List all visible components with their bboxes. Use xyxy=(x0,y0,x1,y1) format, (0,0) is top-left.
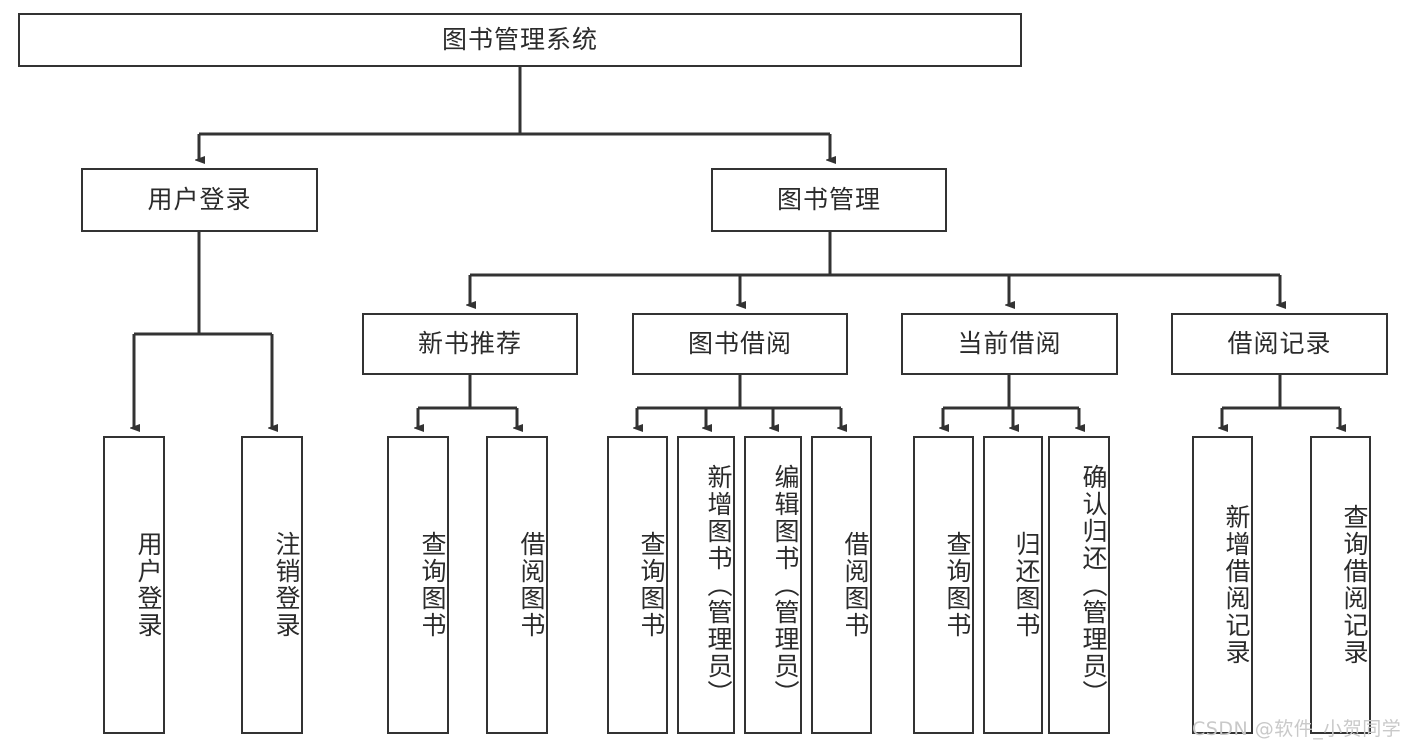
node-book-borrow-label: 图书借阅 xyxy=(687,329,792,359)
node-root[interactable]: 图书管理系统 xyxy=(18,13,1022,67)
node-book-management[interactable]: 图书管理 xyxy=(711,168,947,232)
node-leaf-return-book-label: 归还图书 xyxy=(1012,531,1041,639)
node-borrow-record[interactable]: 借阅记录 xyxy=(1171,313,1388,375)
node-leaf-add-borrow-record[interactable]: 新增借阅记录 xyxy=(1192,436,1253,734)
node-leaf-add-book-admin[interactable]: 新增图书（管理员） xyxy=(677,436,735,734)
node-new-book-recommend[interactable]: 新书推荐 xyxy=(362,313,578,375)
node-leaf-add-book-admin-label: 新增图书（管理员） xyxy=(704,463,733,707)
node-leaf-query-book-new-label: 查询图书 xyxy=(418,531,447,639)
node-leaf-add-borrow-record-label: 新增借阅记录 xyxy=(1222,504,1251,666)
node-leaf-query-book-borrow-label: 查询图书 xyxy=(637,531,666,639)
node-leaf-query-borrow-record-label: 查询借阅记录 xyxy=(1340,504,1369,666)
node-leaf-borrow-book-borrow[interactable]: 借阅图书 xyxy=(811,436,872,734)
node-leaf-edit-book-admin[interactable]: 编辑图书（管理员） xyxy=(744,436,802,734)
node-new-book-recommend-label: 新书推荐 xyxy=(417,329,522,359)
node-leaf-confirm-return-admin-label: 确认归还（管理员） xyxy=(1079,463,1108,707)
node-leaf-confirm-return-admin[interactable]: 确认归还（管理员） xyxy=(1048,436,1110,734)
node-leaf-user-login-label: 用户登录 xyxy=(134,531,163,639)
node-leaf-return-book[interactable]: 归还图书 xyxy=(983,436,1043,734)
node-leaf-user-logout-label: 注销登录 xyxy=(272,531,301,639)
node-leaf-user-login[interactable]: 用户登录 xyxy=(103,436,165,734)
node-leaf-edit-book-admin-label: 编辑图书（管理员） xyxy=(771,463,800,707)
node-book-management-label: 图书管理 xyxy=(776,185,881,215)
node-leaf-query-book-borrow[interactable]: 查询图书 xyxy=(607,436,668,734)
node-borrow-record-label: 借阅记录 xyxy=(1227,329,1332,359)
node-user-login-label: 用户登录 xyxy=(147,185,252,215)
node-current-borrow-label: 当前借阅 xyxy=(957,329,1062,359)
node-leaf-borrow-book-new-label: 借阅图书 xyxy=(517,531,546,639)
node-leaf-query-borrow-record[interactable]: 查询借阅记录 xyxy=(1310,436,1371,734)
node-leaf-query-book-current-label: 查询图书 xyxy=(943,531,972,639)
node-root-label: 图书管理系统 xyxy=(441,25,598,55)
node-leaf-query-book-new[interactable]: 查询图书 xyxy=(387,436,449,734)
node-leaf-user-logout[interactable]: 注销登录 xyxy=(241,436,303,734)
node-leaf-borrow-book-borrow-label: 借阅图书 xyxy=(841,531,870,639)
node-user-login[interactable]: 用户登录 xyxy=(81,168,318,232)
node-book-borrow[interactable]: 图书借阅 xyxy=(632,313,848,375)
node-current-borrow[interactable]: 当前借阅 xyxy=(901,313,1118,375)
node-leaf-borrow-book-new[interactable]: 借阅图书 xyxy=(486,436,548,734)
node-leaf-query-book-current[interactable]: 查询图书 xyxy=(913,436,974,734)
